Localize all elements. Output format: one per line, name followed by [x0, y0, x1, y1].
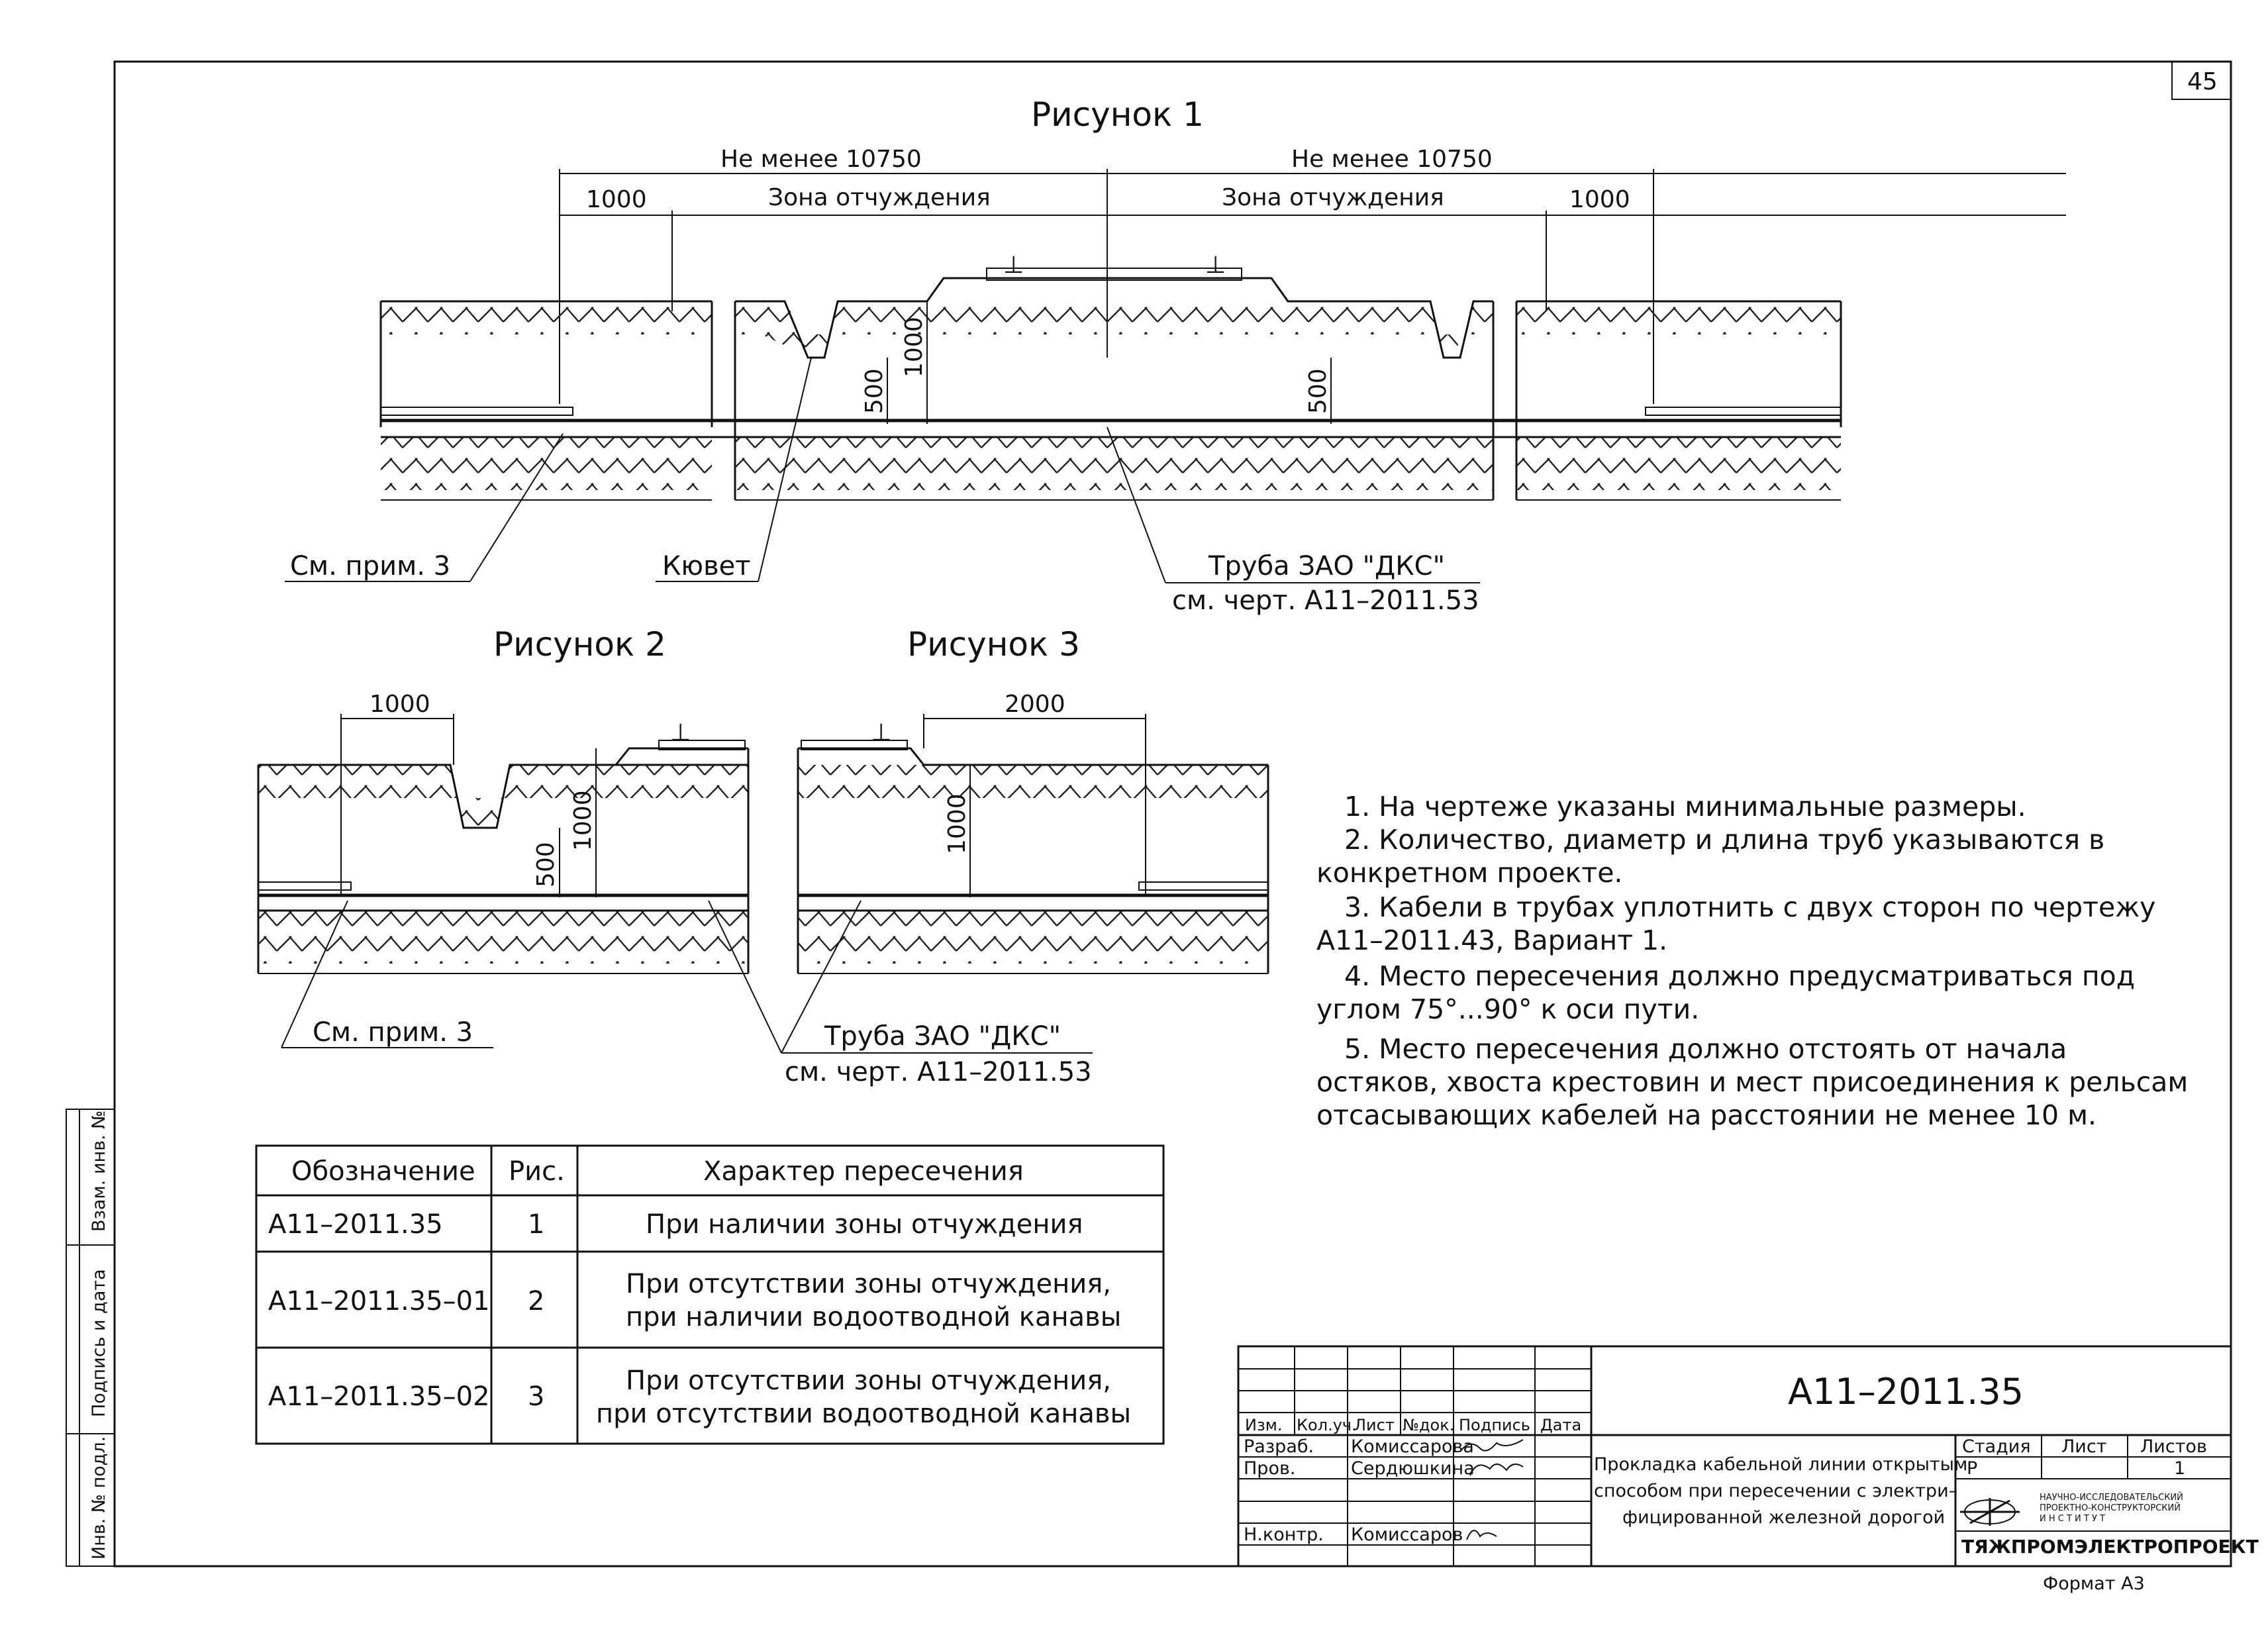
figure-2-offset: 1000: [370, 691, 430, 718]
rail-left-icon: ⊥: [1003, 252, 1024, 279]
tb-role-2: Пров.: [1244, 1458, 1295, 1479]
table-header-code: Обозначение: [291, 1156, 475, 1187]
note-4-line-2: углом 75°...90° к оси пути.: [1316, 993, 1699, 1025]
figure-1: Рисунок 1 Не менее 10750 Не менее 10750 …: [285, 95, 2066, 616]
reference-table: Обозначение Рис. Характер пересечения А1…: [255, 1144, 1165, 1445]
tb-stage-label: Стадия: [1962, 1436, 2031, 1457]
table-row-3-fig: 3: [528, 1381, 544, 1412]
tb-sheet-label: Лист: [2061, 1436, 2106, 1457]
side-stamp-inv: Инв. № подл.: [89, 1436, 109, 1560]
tb-org-sub-1: НАУЧНО-ИССЛЕДОВАТЕЛЬСКИЙ: [2040, 1492, 2183, 1503]
figure-2-depth-1000: 1000: [569, 790, 597, 851]
figure-1-zone-right: Зона отчуждения: [1222, 184, 1444, 211]
tb-role-3: Н.контр.: [1244, 1524, 1324, 1545]
figure-1-callout-ditch: Кювет: [662, 551, 751, 581]
tb-description-2: способом при пересечении с электри–: [1594, 1481, 1957, 1501]
tb-name-1: Комиссарова: [1351, 1436, 1474, 1457]
table-row-2-desc-1: При отсутствии зоны отчуждения,: [626, 1269, 1111, 1299]
tb-org-name: ТЯЖПРОМЭЛЕКТРОПРОЕКТ: [1961, 1536, 2259, 1558]
figure-1-offset-right: 1000: [1569, 186, 1630, 213]
table-row-2-fig: 2: [528, 1286, 544, 1317]
org-logo-icon: [1960, 1498, 2020, 1526]
figure-3-callout-pipe-ref: см. черт. А11–2011.53: [785, 1057, 1092, 1087]
tb-name-2: Сердюшкина: [1351, 1458, 1475, 1479]
note-5-line-3: отсасывающих кабелей на расстоянии не ме…: [1316, 1099, 2096, 1131]
figure-3-rail-icon: ⊥: [871, 719, 891, 746]
signature-2: [1469, 1464, 1524, 1476]
tb-col-kol: Кол.уч.: [1297, 1416, 1357, 1434]
signature-3: [1466, 1530, 1497, 1540]
note-5-line-1: 5. Место пересечения должно отстоять от …: [1344, 1033, 2067, 1065]
tb-col-list: Лист: [1354, 1416, 1395, 1434]
figure-1-depth-1000: 1000: [901, 317, 928, 377]
figure-1-depth-500-right: 500: [1305, 368, 1332, 414]
sheet-number: 45: [2187, 68, 2218, 95]
figure-1-total-left: Не менее 10750: [720, 146, 922, 173]
table-row-1-code: А11–2011.35: [268, 1209, 443, 1240]
figure-3-callout-pipe: Труба ЗАО "ДКС": [824, 1021, 1061, 1052]
figure-1-callout-pipe: Труба ЗАО "ДКС": [1208, 551, 1445, 581]
tb-col-sign: Подпись: [1459, 1416, 1530, 1434]
table-row-3-desc-1: При отсутствии зоны отчуждения,: [626, 1366, 1111, 1396]
tb-stage-value: Р: [1967, 1458, 1977, 1479]
side-stamp: Взам. инв. № Подпись и дата Инв. № подл.: [66, 1109, 115, 1567]
tb-role-1: Разраб.: [1244, 1436, 1314, 1457]
notes: 1. На чертеже указаны минимальные размер…: [1316, 791, 2188, 1131]
figure-2-callout-note: См. прим. 3: [313, 1017, 473, 1048]
figure-3-depth-1000: 1000: [944, 793, 971, 854]
side-stamp-replace: Взам. инв. №: [89, 1111, 109, 1232]
sheet-number-box: [2171, 61, 2232, 100]
figure-2: Рисунок 2 1000 ⊥ 500 1000 См. прим. 3: [257, 625, 750, 1048]
figure-1-zone-left: Зона отчуждения: [768, 184, 991, 211]
tb-org-sub-3: И Н С Т И Т У Т: [2040, 1514, 2105, 1524]
note-3-line-2: А11–2011.43, Вариант 1.: [1316, 924, 1667, 956]
figure-3-offset: 2000: [1005, 691, 1065, 718]
table-row-3-desc-2: при отсутствии водоотводной канавы: [596, 1399, 1131, 1429]
table-row-2-desc-2: при наличии водоотводной канавы: [626, 1302, 1121, 1332]
table-row-3-code: А11–2011.35–02: [268, 1381, 490, 1412]
figure-2-depth-500: 500: [532, 842, 560, 887]
figure-3: Рисунок 3 2000 ⊥ 1000 Труба ЗАО "ДКС" см…: [708, 625, 1269, 1087]
figure-2-title: Рисунок 2: [493, 625, 666, 664]
tb-col-ndok: №док.: [1403, 1416, 1454, 1434]
table-row-1-fig: 1: [528, 1209, 544, 1240]
figure-1-depth-500-left: 500: [861, 368, 888, 414]
figure-2-rail-icon: ⊥: [670, 719, 691, 746]
tb-description-3: фицированной железной дорогой: [1622, 1507, 1945, 1528]
tb-org-sub-2: ПРОЕКТНО-КОНСТРУКТОРСКИЙ: [2040, 1503, 2181, 1513]
table-header-fig: Рис.: [509, 1156, 565, 1187]
note-5-line-2: остяков, хвоста крестовин и мест присоед…: [1316, 1066, 2188, 1098]
figure-1-callout-note: См. прим. 3: [290, 551, 450, 581]
rail-right-icon: ⊥: [1205, 252, 1226, 279]
figure-1-total-right: Не менее 10750: [1291, 146, 1493, 173]
sheet-frame: [113, 60, 2232, 1568]
figure-3-title: Рисунок 3: [907, 625, 1080, 664]
signature-1: [1459, 1439, 1524, 1452]
note-3-line-1: 3. Кабели в трубах уплотнить с двух стор…: [1344, 891, 2155, 923]
tb-description-1: Прокладка кабельной линии открытым: [1594, 1454, 1967, 1475]
note-2-line-1: 2. Количество, диаметр и длина труб указ…: [1344, 824, 2104, 856]
table-row-1-desc: При наличии зоны отчуждения: [646, 1209, 1083, 1240]
figure-1-callout-pipe-ref: см. черт. А11–2011.53: [1172, 585, 1479, 616]
note-1-line-1: 1. На чертеже указаны минимальные размер…: [1344, 791, 2026, 822]
figure-1-offset-left: 1000: [586, 186, 647, 213]
title-block: Изм. Кол.уч. Лист №док. Подпись Дата Раз…: [1237, 1345, 2259, 1568]
tb-document-code: А11–2011.35: [1788, 1371, 2024, 1413]
paper-format: Формат А3: [2043, 1573, 2145, 1594]
tb-col-izm: Изм.: [1245, 1416, 1282, 1434]
table-header-desc: Характер пересечения: [703, 1156, 1024, 1187]
tb-sheets-value: 1: [2174, 1458, 2185, 1479]
tb-col-date: Дата: [1540, 1416, 1581, 1434]
note-2-line-2: конкретном проекте.: [1316, 857, 1622, 889]
tb-name-3: Комиссаров: [1351, 1524, 1463, 1545]
table-row-2-code: А11–2011.35–01: [268, 1286, 490, 1317]
note-4-line-1: 4. Место пересечения должно предусматрив…: [1344, 960, 2135, 992]
tb-sheets-label: Листов: [2140, 1436, 2207, 1457]
side-stamp-sign: Подпись и дата: [89, 1269, 109, 1417]
figure-1-title: Рисунок 1: [1031, 95, 1204, 134]
